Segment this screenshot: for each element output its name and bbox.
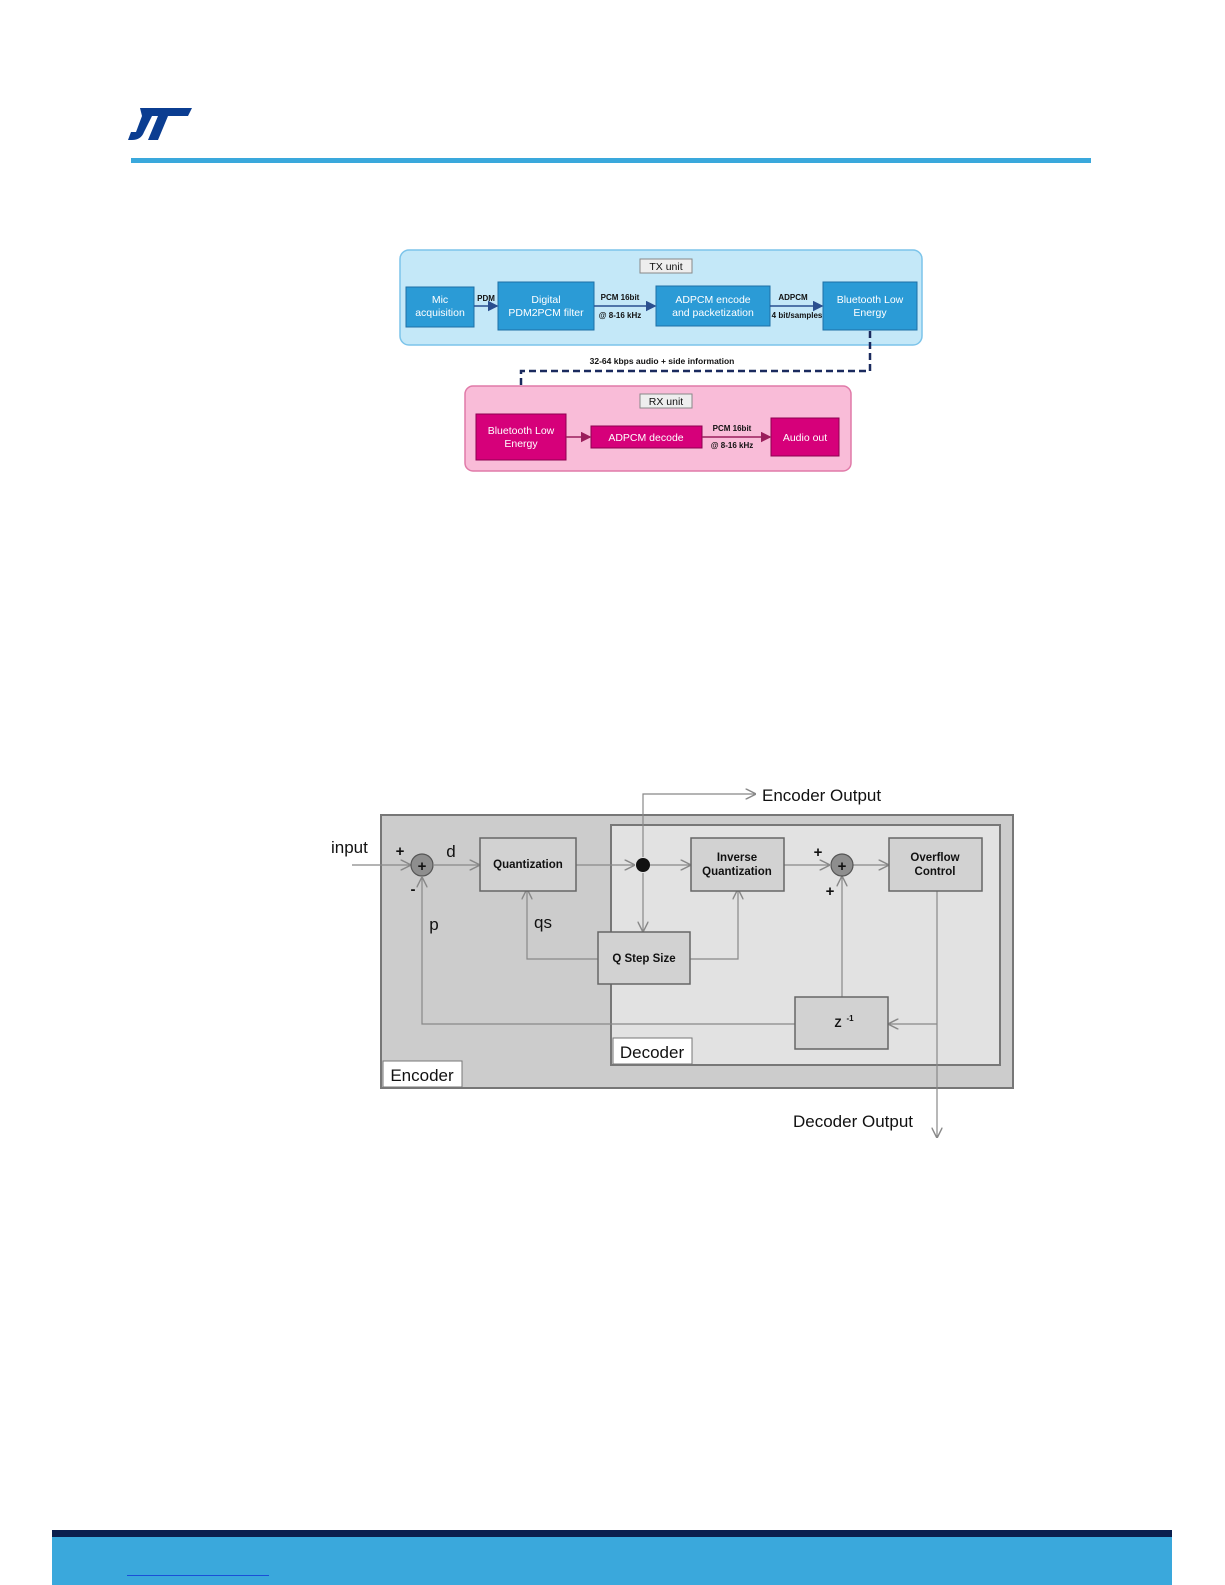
summing-junction-input xyxy=(410,853,434,877)
svg-text:PDM2PCM filter: PDM2PCM filter xyxy=(508,307,584,319)
sign-plus-decoder-bottom: + xyxy=(826,883,835,900)
inverse-quantization-block: Inverse Quantization xyxy=(690,837,785,892)
tx-unit-tag xyxy=(639,258,693,274)
svg-text:Quantization: Quantization xyxy=(702,866,772,878)
svg-text:Digital: Digital xyxy=(531,294,560,306)
svg-text:Energy: Energy xyxy=(504,438,538,450)
tx-label-adpcm-top: ADPCM xyxy=(778,293,808,302)
svg-text:and packetization: and packetization xyxy=(672,307,754,319)
decoder-output-label: Decoder Output xyxy=(793,1112,913,1131)
st-logo xyxy=(128,108,192,140)
header-rule xyxy=(131,158,1091,163)
quantization-block: Quantization xyxy=(479,837,577,892)
tx-block-mic: Mic acquisition xyxy=(405,286,475,328)
svg-text:Energy: Energy xyxy=(853,307,887,319)
q-step-size-block: Q Step Size xyxy=(597,931,691,985)
tx-block-adpcm-encode: ADPCM encode and packetization xyxy=(655,285,771,327)
svg-text:-1: -1 xyxy=(846,1014,854,1023)
sum-symbol-decoder: + xyxy=(838,858,847,875)
wire-p xyxy=(422,878,795,1025)
svg-text:ADPCM encode: ADPCM encode xyxy=(675,294,750,306)
rx-label-pcm-top: PCM 16bit xyxy=(713,424,752,433)
sign-minus-input: - xyxy=(411,881,416,898)
tx-label-adpcm-bottom: 4 bit/samples xyxy=(772,311,823,320)
svg-text:Bluetooth Low: Bluetooth Low xyxy=(488,425,555,437)
link-label: 32-64 kbps audio + side information xyxy=(590,356,735,366)
wire-encoder-output xyxy=(642,794,755,857)
branch-node xyxy=(636,858,650,872)
svg-text:Control: Control xyxy=(915,866,956,878)
svg-text:acquisition: acquisition xyxy=(415,307,465,319)
overflow-control-block: Overflow Control xyxy=(888,837,983,892)
svg-text:Z: Z xyxy=(834,1018,841,1030)
tx-unit-label: TX unit xyxy=(649,261,682,273)
svg-text:Inverse: Inverse xyxy=(717,852,757,864)
svg-text:Mic: Mic xyxy=(432,294,448,306)
decoder-label-box xyxy=(612,1037,693,1065)
delay-block: Z -1 xyxy=(794,996,889,1050)
sum-symbol-input: + xyxy=(418,858,427,875)
svg-text:Quantization: Quantization xyxy=(493,859,563,871)
sign-plus-input: + xyxy=(396,843,405,860)
footer-top-stripe xyxy=(52,1530,1172,1537)
sign-plus-decoder-top: + xyxy=(814,844,823,861)
footer-band xyxy=(52,1530,1172,1585)
tx-label-pcm-bottom: @ 8-16 kHz xyxy=(599,311,641,320)
signal-p-label: p xyxy=(429,915,438,934)
wire-qstep-to-inverse xyxy=(690,890,738,960)
tx-block-ble: Bluetooth Low Energy xyxy=(822,281,918,331)
wire-qs xyxy=(527,890,598,960)
encoder-label-box xyxy=(382,1060,463,1088)
svg-text:Overflow: Overflow xyxy=(910,852,959,864)
rx-unit-label: RX unit xyxy=(649,396,684,408)
encoder-output-label: Encoder Output xyxy=(762,786,881,805)
signal-d-label: d xyxy=(446,842,455,861)
decoder-label: Decoder xyxy=(620,1043,685,1062)
summing-junction-decoder xyxy=(830,853,854,877)
encoder-label: Encoder xyxy=(390,1066,454,1085)
rx-label-pcm-bottom: @ 8-16 kHz xyxy=(711,441,753,450)
svg-text:Q Step Size: Q Step Size xyxy=(612,953,675,965)
footer-link-underline[interactable] xyxy=(127,1574,269,1576)
tx-label-pcm-top: PCM 16bit xyxy=(601,293,640,302)
codec-diagram: Encoder Decoder input Encoder Output Dec… xyxy=(331,786,1014,1137)
rx-block-ble: Bluetooth Low Energy xyxy=(475,413,567,461)
tx-rx-diagram: TX unit Mic acquisition Digital PDM2PCM … xyxy=(399,249,923,472)
rx-unit-tag xyxy=(639,393,693,409)
tx-label-pdm: PDM xyxy=(477,294,495,303)
input-label: input xyxy=(331,838,368,857)
svg-text:Bluetooth Low: Bluetooth Low xyxy=(837,294,904,306)
svg-text:Audio out: Audio out xyxy=(783,432,827,444)
rx-block-adpcm-decode: ADPCM decode xyxy=(590,425,703,449)
svg-text:ADPCM decode: ADPCM decode xyxy=(608,432,683,444)
tx-block-pdm2pcm: Digital PDM2PCM filter xyxy=(497,281,595,331)
signal-qs-label: qs xyxy=(534,913,552,932)
rx-block-audio-out: Audio out xyxy=(770,417,840,457)
